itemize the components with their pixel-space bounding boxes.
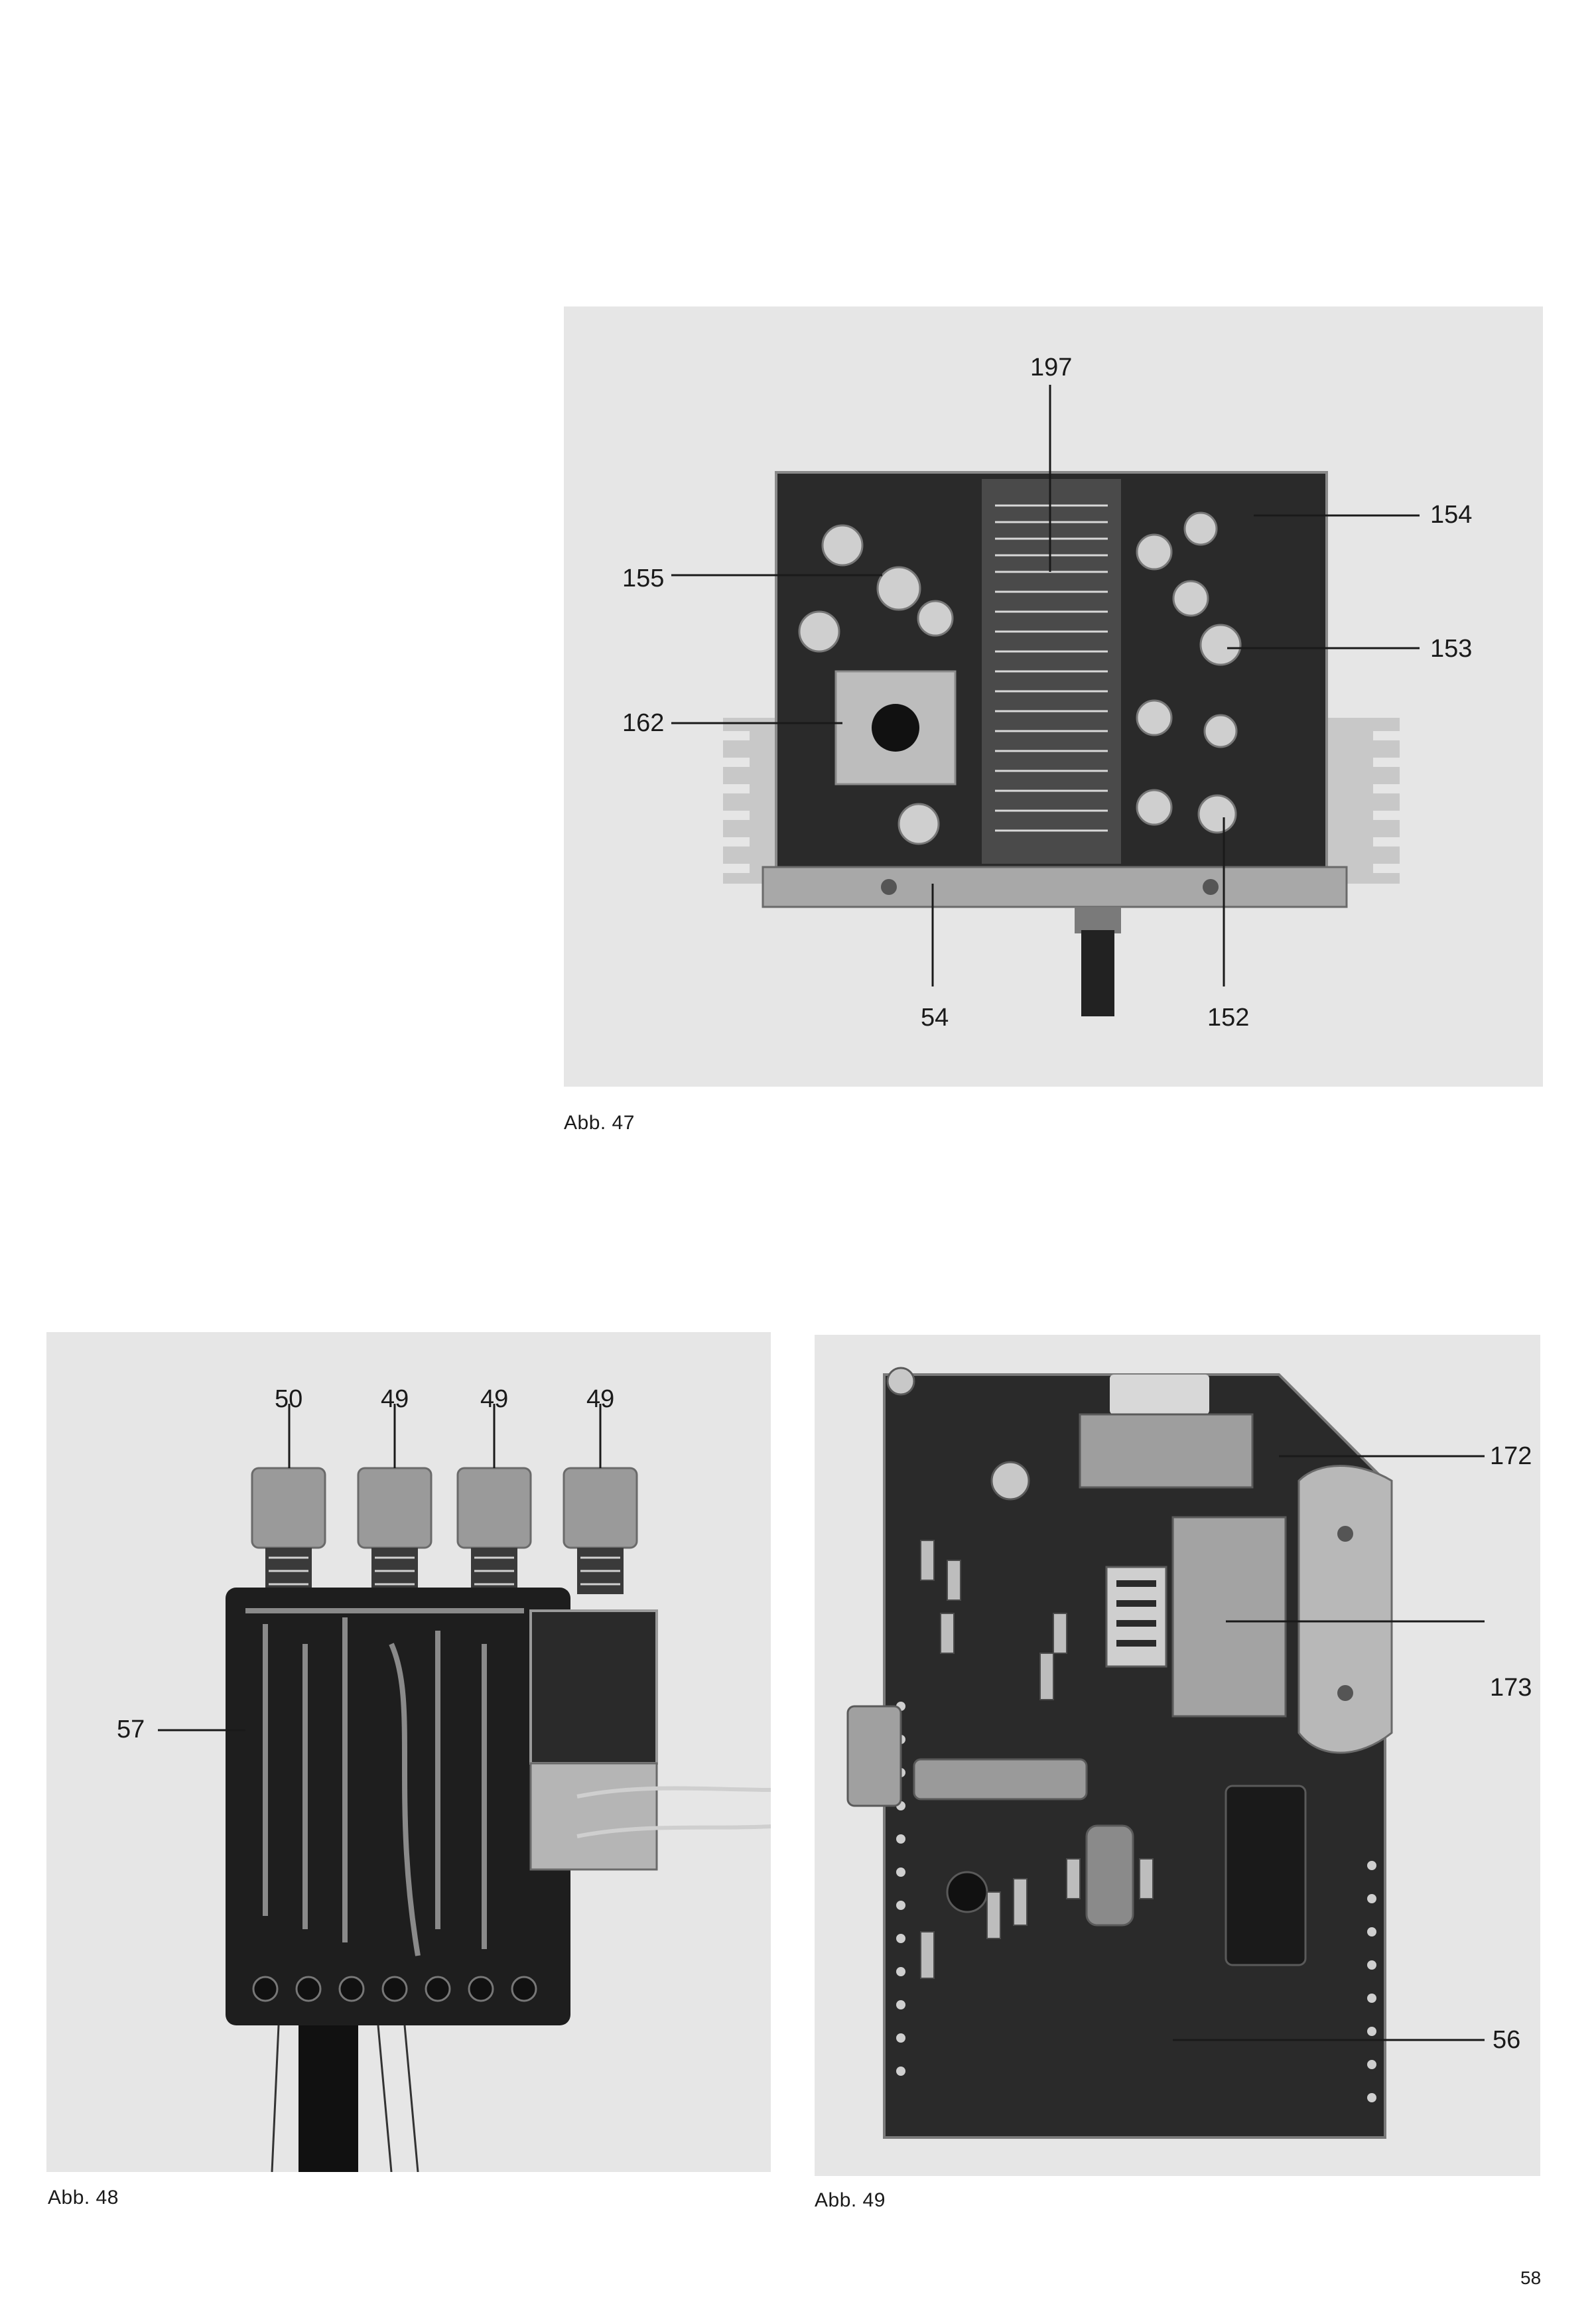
callout-172: 172 (1490, 1442, 1532, 1470)
figure-48-caption: Abb. 48 (48, 2187, 119, 2208)
callout-49-second: 49 (480, 1385, 509, 1413)
callout-154: 154 (1430, 501, 1473, 529)
figure-47-photo (564, 306, 1543, 1087)
figure-49-caption: Abb. 49 (815, 2189, 886, 2211)
callout-54: 54 (921, 1004, 949, 1032)
callout-152: 152 (1207, 1004, 1250, 1032)
figure-47-caption: Abb. 47 (564, 1112, 635, 1134)
power-supply-board-image (846, 1367, 1485, 2139)
figure-49-photo (815, 1335, 1540, 2176)
callout-57: 57 (117, 1716, 145, 1743)
callout-153: 153 (1430, 635, 1473, 663)
callout-162: 162 (622, 709, 665, 737)
callout-49-third: 49 (586, 1385, 615, 1413)
switch-assembly-image (158, 1404, 771, 2172)
page-number: 58 (1520, 2268, 1542, 2288)
callout-49-first: 49 (381, 1385, 409, 1413)
callout-197: 197 (1030, 354, 1073, 381)
callout-50: 50 (275, 1385, 303, 1413)
callout-56: 56 (1493, 2026, 1521, 2054)
callout-173: 173 (1490, 1674, 1532, 1702)
tuner-circuit-board-image (671, 385, 1420, 1016)
figure-48-photo (46, 1332, 771, 2172)
callout-155: 155 (622, 565, 665, 592)
